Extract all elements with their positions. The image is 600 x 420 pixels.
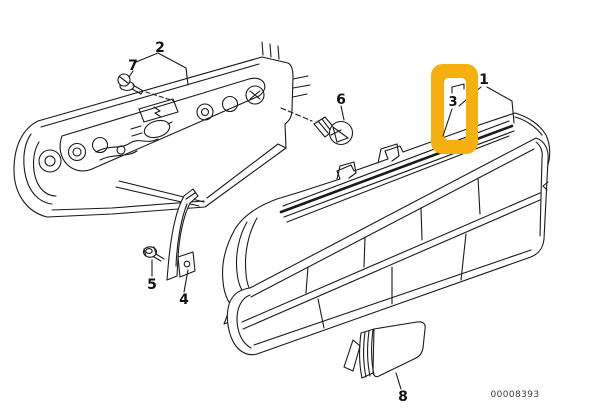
carrier-window-cutout xyxy=(138,98,179,123)
bulb-horizontal xyxy=(143,119,171,139)
bulb-socket xyxy=(38,149,62,173)
lens-segment-divider xyxy=(460,233,467,281)
connector-pins xyxy=(261,41,280,60)
callout-3-bracket xyxy=(442,83,465,137)
lens-segment-divider xyxy=(305,266,309,294)
callout-label-6[interactable]: 6 xyxy=(336,92,346,108)
screw-5 xyxy=(142,246,165,262)
callout-leaders xyxy=(128,52,402,390)
lens-segment-divider xyxy=(317,298,325,329)
bulb-socket xyxy=(67,142,87,162)
callout-label-7[interactable]: 7 xyxy=(128,58,138,74)
document-number: 00008393 xyxy=(490,390,539,400)
callout-label-8[interactable]: 8 xyxy=(398,389,408,405)
wiring xyxy=(95,138,159,153)
gasket-4 xyxy=(166,188,199,281)
callout-3-leader xyxy=(442,108,453,137)
callout-4-leader xyxy=(183,269,189,293)
callout-7-leader xyxy=(128,70,134,78)
wiring xyxy=(99,150,138,161)
callout-label-1[interactable]: 1 xyxy=(479,72,489,88)
housing-tab xyxy=(377,143,400,164)
lens-segment-divider xyxy=(477,177,481,215)
housing-tab xyxy=(336,161,357,180)
bulb-socket xyxy=(245,85,265,105)
callout-8-leader xyxy=(395,372,402,390)
bulb-6 xyxy=(280,107,354,146)
alignment-dashes xyxy=(280,107,313,122)
lower-trim-lens-8 xyxy=(343,321,426,379)
bulb-carrier-assembly xyxy=(13,41,311,218)
bulb-socket xyxy=(91,136,109,154)
lens-segment-divider xyxy=(363,236,366,268)
callout-2-bracket xyxy=(135,52,189,86)
callout-label-3[interactable]: 3 xyxy=(448,95,457,110)
bulb-filament xyxy=(330,125,350,143)
bulb-socket xyxy=(196,103,214,121)
callout-6-leader xyxy=(340,105,345,121)
callout-label-2[interactable]: 2 xyxy=(155,40,165,56)
alignment-dashes xyxy=(145,91,175,102)
bulb-socket xyxy=(221,95,239,113)
lens-segment-divider xyxy=(420,207,423,241)
socket-tray xyxy=(59,77,266,172)
callout-label-5[interactable]: 5 xyxy=(147,277,157,293)
tail-light-lens xyxy=(226,137,549,356)
screw-7 xyxy=(117,73,175,102)
callout-label-4[interactable]: 4 xyxy=(179,292,189,308)
connector-pins xyxy=(292,75,311,98)
highlight-marker[interactable] xyxy=(431,64,478,154)
